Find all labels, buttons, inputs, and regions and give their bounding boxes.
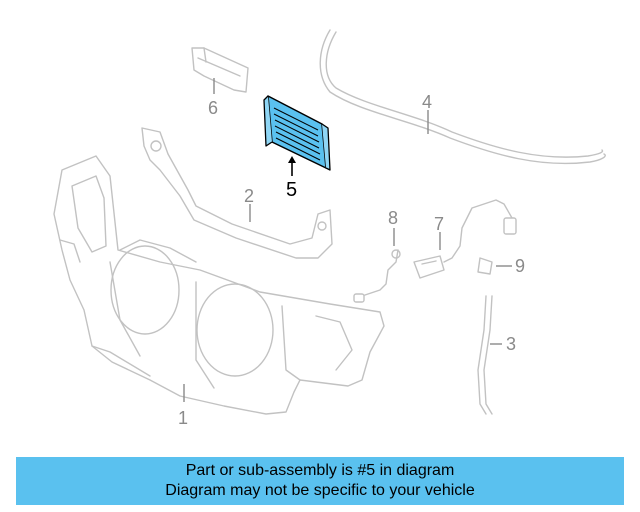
callout-8: 8: [388, 208, 398, 228]
banner-line-2: Diagram may not be specific to your vehi…: [165, 482, 475, 499]
banner-line-1: Part or sub-assembly is #5 in diagram: [185, 462, 455, 479]
callout-6: 6: [208, 98, 218, 118]
part-1-radiator-support: [53, 155, 385, 415]
part-9-clip: [477, 257, 493, 275]
callout-9: 9: [515, 256, 525, 276]
callout-1: 1: [178, 408, 188, 428]
part-6-bracket: [191, 47, 249, 93]
info-banner: Part or sub-assembly is #5 in diagram Di…: [16, 457, 624, 505]
part-5-air-deflector: [263, 95, 331, 171]
part-3-rod: [477, 295, 493, 415]
part-4-seal-strip: [319, 29, 606, 165]
callout-5: 5: [286, 179, 297, 201]
callout-7: 7: [434, 214, 444, 234]
callout-2: 2: [244, 186, 254, 206]
part-7-connector: [413, 199, 517, 279]
callout-4: 4: [422, 92, 432, 112]
callout-3: 3: [506, 334, 516, 354]
part-2-support-bar: [141, 127, 333, 259]
part-8-sensor: [353, 249, 401, 303]
